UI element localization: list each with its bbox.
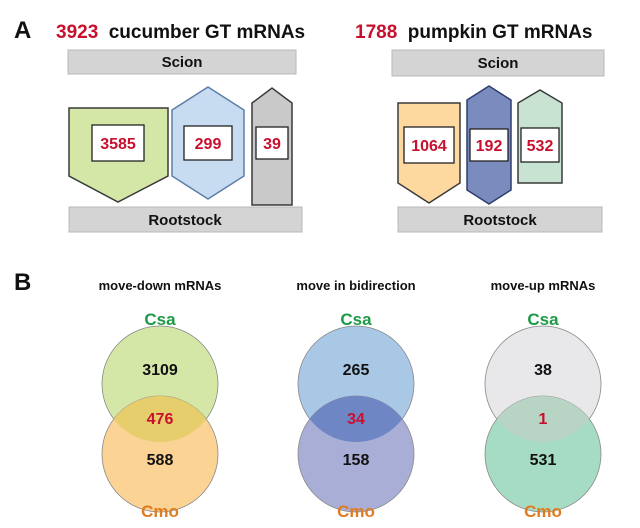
- cucumber-title: 3923 cucumber GT mRNAs: [56, 22, 305, 43]
- pumpkin-up-box: [520, 127, 560, 163]
- cucumber-group: 3923 cucumber GT mRNAs Scion 3585 299 39…: [56, 22, 305, 233]
- venn-bottom-count: 531: [530, 452, 557, 469]
- venn-top-count: 3109: [142, 362, 178, 379]
- venn-bidirection: move in bidirection Csa 265 34 158 Cmo: [296, 278, 415, 521]
- cucumber-total: 3923: [56, 22, 98, 43]
- pumpkin-rootstock-bar: [397, 206, 603, 233]
- venn-move-up: move-up mRNAs Csa 38 1 531 Cmo: [484, 278, 602, 521]
- venn-top-label: Csa: [340, 310, 372, 329]
- panel-a-letter: A: [14, 17, 31, 44]
- pumpkin-down-count: 1064: [411, 138, 447, 155]
- pumpkin-bidirection-box: [469, 128, 509, 162]
- venn-bottom-count: 588: [147, 452, 174, 469]
- venn-bottom-label: Cmo: [337, 502, 375, 521]
- venn-overlap-count: 476: [147, 411, 174, 428]
- panel-b-letter: B: [14, 269, 31, 296]
- cucumber-up-box: [255, 126, 289, 160]
- venn-title: move-up mRNAs: [491, 278, 596, 293]
- cucumber-down-count: 3585: [100, 136, 136, 153]
- venn-top-label: Csa: [527, 310, 559, 329]
- pumpkin-up-count: 532: [527, 138, 554, 155]
- venn-top-count: 38: [534, 362, 552, 379]
- venn-overlap: [485, 396, 601, 442]
- venn-overlap: [298, 396, 414, 442]
- pumpkin-scion-bar: [391, 49, 605, 77]
- pumpkin-scion-label: Scion: [478, 55, 519, 72]
- venn-overlap-count: 34: [347, 411, 365, 428]
- pumpkin-bidirection-count: 192: [476, 138, 503, 155]
- venn-overlap-count: 1: [539, 411, 548, 428]
- venn-top-count: 265: [343, 362, 370, 379]
- pumpkin-title: 1788 pumpkin GT mRNAs: [355, 22, 592, 43]
- pumpkin-rootstock-label: Rootstock: [463, 212, 537, 229]
- venn-title: move-down mRNAs: [99, 278, 222, 293]
- cucumber-scion-label: Scion: [162, 54, 203, 71]
- cucumber-up-count: 39: [263, 136, 281, 153]
- cucumber-scion-bar: [67, 49, 297, 75]
- cucumber-title-rest: cucumber GT mRNAs: [109, 22, 305, 43]
- venn-move-down: move-down mRNAs Csa 3109 476 588 Cmo: [99, 278, 222, 521]
- pumpkin-down-box: [403, 126, 455, 164]
- cucumber-bidirection-count: 299: [195, 136, 222, 153]
- venn-bottom-label: Cmo: [141, 502, 179, 521]
- pumpkin-group: 1788 pumpkin GT mRNAs Scion 1064 192 532…: [355, 22, 605, 233]
- venn-overlap: [102, 396, 218, 442]
- venn-title: move in bidirection: [296, 278, 415, 293]
- venn-bottom-count: 158: [343, 452, 370, 469]
- cucumber-down-box: [91, 124, 145, 162]
- cucumber-rootstock-bar: [68, 206, 303, 233]
- venn-top-label: Csa: [144, 310, 176, 329]
- cucumber-rootstock-label: Rootstock: [148, 212, 222, 229]
- pumpkin-title-rest: pumpkin GT mRNAs: [408, 22, 593, 43]
- cucumber-bidirection-box: [183, 125, 233, 161]
- pumpkin-total: 1788: [355, 22, 397, 43]
- venn-bottom-label: Cmo: [524, 502, 562, 521]
